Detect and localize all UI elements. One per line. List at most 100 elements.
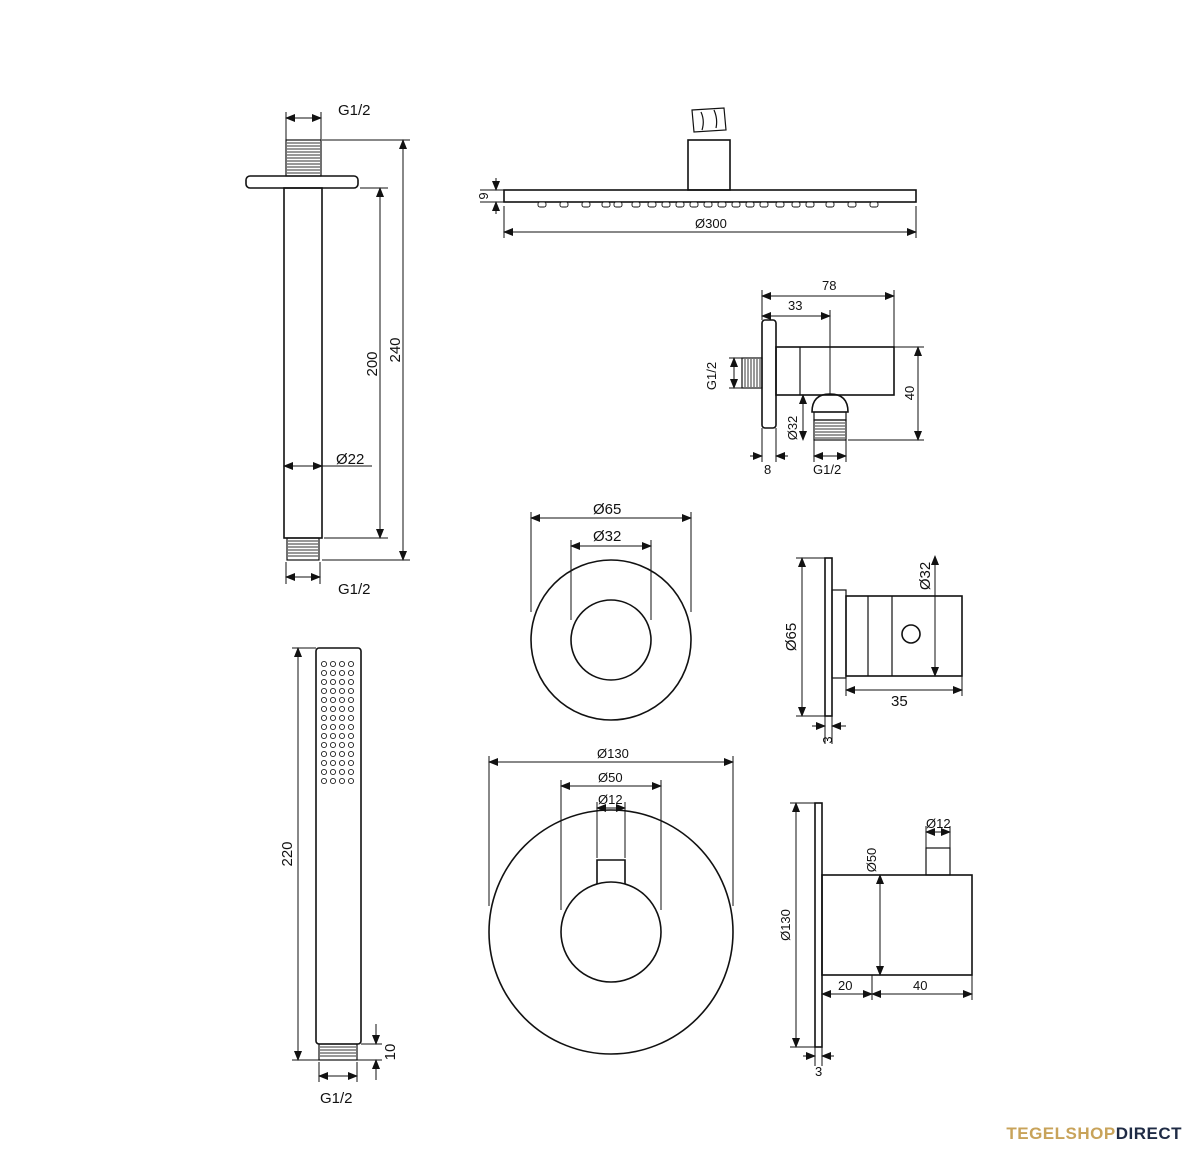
nozzle	[320, 696, 328, 704]
hand-shower-length-label: 220	[279, 841, 296, 866]
nozzle	[320, 687, 328, 695]
thermostat-side-gap-label: 20	[838, 978, 852, 993]
nozzle	[347, 741, 355, 749]
nozzle	[338, 660, 346, 668]
nozzle	[338, 669, 346, 677]
nozzle	[320, 705, 328, 713]
nozzle	[347, 723, 355, 731]
ceiling-arm	[245, 112, 410, 584]
nozzle	[320, 660, 328, 668]
nozzle	[347, 714, 355, 722]
nozzle	[347, 660, 355, 668]
nozzle	[329, 741, 337, 749]
nozzle	[329, 759, 337, 767]
nozzle	[347, 696, 355, 704]
wall-outlet-flange-label: 8	[764, 462, 771, 477]
rain-shower-head	[480, 107, 917, 238]
rain-head-thickness-label: 9	[476, 192, 491, 199]
nozzle	[338, 768, 346, 776]
thermostat-side-plate-thickness-label: 3	[815, 1064, 822, 1079]
nozzle	[338, 687, 346, 695]
nozzle	[338, 750, 346, 758]
hand-shower	[292, 647, 382, 1082]
nozzle	[320, 777, 328, 785]
stop-valve-side-body-label: Ø32	[917, 562, 934, 590]
nozzle	[347, 687, 355, 695]
stop-valve-side-depth-label: 35	[891, 693, 908, 710]
wall-outlet-depth-total-label: 78	[822, 278, 836, 293]
ceiling-arm-length-inner-label: 200	[364, 351, 381, 376]
wall-outlet	[729, 290, 924, 462]
nozzle	[338, 732, 346, 740]
nozzle	[347, 768, 355, 776]
nozzle	[320, 759, 328, 767]
stop-valve-front-inner-label: Ø32	[593, 528, 621, 545]
nozzle	[320, 750, 328, 758]
nozzle	[338, 696, 346, 704]
wall-outlet-thread-bottom-label: G1/2	[813, 462, 841, 477]
nozzle	[338, 741, 346, 749]
hand-shower-nozzles	[320, 660, 355, 785]
nozzle	[329, 714, 337, 722]
nozzle	[347, 777, 355, 785]
wall-outlet-height-label: 40	[902, 386, 917, 400]
nozzle	[347, 705, 355, 713]
stop-valve-side	[796, 555, 963, 744]
nozzle	[329, 687, 337, 695]
nozzle	[338, 714, 346, 722]
nozzle	[329, 750, 337, 758]
nozzle	[347, 759, 355, 767]
nozzle	[338, 723, 346, 731]
brand-logo-part2: DIRECT	[1115, 1124, 1182, 1143]
stop-valve-side-plate-thickness-label: 3	[820, 736, 835, 743]
nozzle	[347, 732, 355, 740]
thermostat-front-mid-label: Ø50	[598, 770, 623, 785]
thermostat-side-knob-label: Ø12	[926, 816, 951, 831]
hand-shower-thread-label: G1/2	[320, 1090, 353, 1107]
ceiling-arm-thread-bottom-label: G1/2	[338, 581, 371, 598]
nozzle	[320, 669, 328, 677]
thermostat-front-outer-label: Ø130	[597, 746, 629, 761]
nozzle	[338, 777, 346, 785]
thermostat-front-knob-label: Ø12	[598, 792, 623, 807]
ceiling-arm-diameter-label: Ø22	[336, 451, 364, 468]
nozzle	[329, 660, 337, 668]
nozzle	[320, 768, 328, 776]
nozzle	[320, 741, 328, 749]
nozzle	[329, 777, 337, 785]
ceiling-arm-thread-top-label: G1/2	[338, 102, 371, 119]
stop-valve-front	[530, 512, 692, 721]
brand-logo[interactable]: TEGELSHOPDIRECT	[1006, 1124, 1182, 1144]
thermostat-side-body-label: Ø50	[864, 848, 879, 873]
thermostat-side	[790, 802, 973, 1066]
nozzle	[329, 705, 337, 713]
nozzle	[320, 678, 328, 686]
nozzle	[347, 750, 355, 758]
thermostat-side-depth-label: 40	[913, 978, 927, 993]
stop-valve-front-outer-label: Ø65	[593, 501, 621, 518]
nozzle	[320, 723, 328, 731]
nozzle	[320, 732, 328, 740]
wall-outlet-thread-left-label: G1/2	[704, 362, 719, 390]
hand-shower-connector-label: 10	[382, 1044, 399, 1061]
ceiling-arm-length-total-label: 240	[387, 337, 404, 362]
nozzle	[347, 678, 355, 686]
nozzle	[329, 723, 337, 731]
nozzle	[329, 768, 337, 776]
wall-outlet-diameter-label: Ø32	[785, 416, 800, 441]
nozzle	[338, 759, 346, 767]
brand-logo-part1: TEGELSHOP	[1006, 1124, 1116, 1143]
nozzle	[320, 714, 328, 722]
nozzle	[338, 705, 346, 713]
thermostat-front	[488, 756, 734, 1055]
nozzle	[338, 678, 346, 686]
nozzle	[329, 669, 337, 677]
wall-outlet-depth-partial-label: 33	[788, 298, 802, 313]
nozzle	[329, 732, 337, 740]
rain-head-diameter-label: Ø300	[695, 216, 727, 231]
stop-valve-side-plate-label: Ø65	[783, 623, 800, 651]
nozzle	[329, 696, 337, 704]
nozzle	[329, 678, 337, 686]
nozzle	[347, 669, 355, 677]
